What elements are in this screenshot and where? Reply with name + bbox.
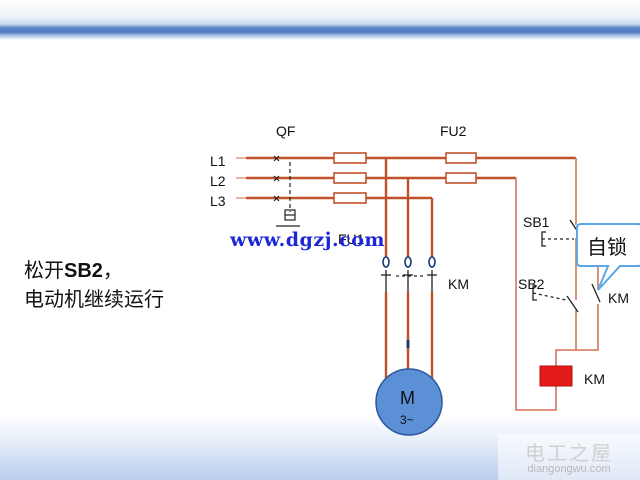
qf-breaker bbox=[273, 155, 300, 227]
watermark-url: www.dgzj.com bbox=[230, 229, 385, 251]
km-main-contacts bbox=[382, 256, 436, 268]
label-km-aux: KM bbox=[608, 290, 629, 306]
caption-suffix: ， bbox=[102, 260, 123, 282]
label-l1: L1 bbox=[210, 153, 226, 169]
main-circuit-wires bbox=[384, 158, 434, 382]
label-motor-phase: 3~ bbox=[400, 413, 414, 427]
power-lines bbox=[246, 156, 576, 200]
label-km-main: KM bbox=[448, 276, 469, 292]
sb2-switch bbox=[532, 285, 579, 313]
label-sb2: SB2 bbox=[518, 276, 545, 292]
caption-line-1: 松开SB2， bbox=[24, 254, 123, 283]
label-fu1: FU1 bbox=[338, 231, 365, 247]
label-sb1: SB1 bbox=[523, 214, 550, 230]
self-lock-callout bbox=[576, 223, 640, 291]
caption-prefix: 松开 bbox=[24, 260, 64, 282]
caption-line-2: 电动机继续运行 bbox=[24, 289, 164, 311]
header-band bbox=[0, 0, 640, 40]
motor-circle bbox=[375, 368, 443, 436]
fu2-fuses bbox=[445, 152, 477, 184]
label-fu2: FU2 bbox=[440, 123, 467, 139]
fu1-fuses bbox=[333, 152, 367, 204]
label-km-coil: KM bbox=[584, 371, 605, 387]
km-aux-contact bbox=[591, 283, 601, 303]
site-logo: 电工之屋 diangongwu.com bbox=[498, 434, 640, 480]
caption-key: SB2 bbox=[64, 260, 103, 282]
label-motor: M bbox=[400, 388, 415, 408]
label-l2: L2 bbox=[210, 173, 226, 189]
label-qf: QF bbox=[276, 123, 295, 139]
logo-title: 电工之屋 bbox=[525, 441, 613, 465]
logo-url: diangongwu.com bbox=[527, 463, 611, 475]
callout-text: 自锁 bbox=[587, 235, 627, 259]
label-l3: L3 bbox=[210, 193, 226, 209]
km-coil bbox=[539, 365, 573, 387]
